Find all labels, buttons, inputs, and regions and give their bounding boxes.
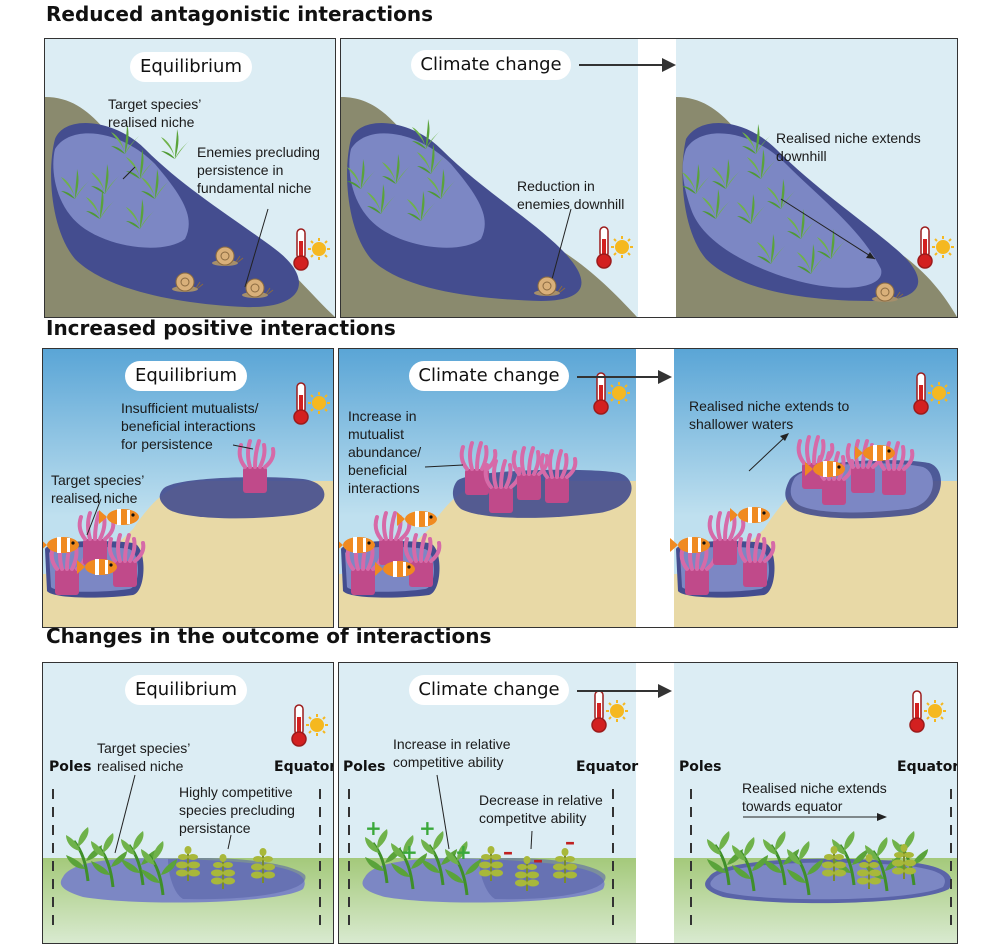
svg-text:–: – — [565, 830, 575, 854]
thermometer-sun-icon — [596, 226, 634, 269]
label-increase-mutualist: Increase in mutualist abundance/ benefic… — [348, 408, 422, 496]
label-reduction-enemies: Reduction in enemies downhill — [517, 178, 625, 212]
pill-equilibrium: Equilibrium — [130, 52, 252, 82]
panel-outcome-equilibrium: Equilibrium Poles Equator Target species… — [42, 662, 334, 944]
svg-text:+: + — [401, 840, 418, 864]
label-highly-competitive: Highly competitive species precluding pe… — [179, 784, 295, 836]
section-title-positive: Increased positive interactions — [46, 316, 396, 340]
pill-equilibrium: Equilibrium — [125, 675, 247, 705]
label-poles: Poles — [49, 759, 92, 775]
pill-climate-change: Climate change — [411, 50, 571, 80]
label-increase-competitive: Increase in relative competitive ability — [393, 736, 511, 770]
minus-icon: ––– — [503, 830, 575, 872]
label-poles: Poles — [679, 759, 722, 775]
svg-text:–: – — [533, 848, 543, 872]
panel-antagonistic-equilibrium: Equilibrium Target species’ realised nic… — [44, 38, 336, 318]
panel-antagonistic-climate: Climate change Reduction in enemies down… — [340, 38, 958, 318]
label-equator: Equator — [897, 759, 958, 775]
thermometer-sun-icon — [293, 228, 331, 271]
label-poles: Poles — [343, 759, 386, 775]
thermometer-sun-icon — [909, 690, 947, 733]
label-niche-extends-shallower: Realised niche extends to shallower wate… — [689, 398, 850, 432]
svg-text:+: + — [419, 816, 436, 840]
svg-text:+: + — [365, 816, 382, 840]
label-equator: Equator — [274, 759, 334, 775]
label-niche-extends-downhill: Realised niche extends downhill — [776, 130, 921, 164]
label-target-niche: Target species’ realised niche — [51, 472, 144, 506]
label-niche-extends-equator: Realised niche extends towards equator — [742, 780, 887, 814]
section-title-outcome: Changes in the outcome of interactions — [46, 624, 492, 648]
label-insufficient-mutualists: Insufficient mutualists/ beneficial inte… — [121, 400, 259, 452]
panel-positive-climate: Climate change Increase in mutualist abu… — [338, 348, 958, 628]
label-target-niche: Target species’ realised niche — [108, 96, 201, 130]
thermometer-sun-icon — [591, 690, 629, 733]
panel-outcome-climate: ++++ ––– Climate change Poles Equator In… — [338, 662, 958, 944]
panel-positive-equilibrium: Equilibrium Insufficient mutualists/ ben… — [42, 348, 334, 628]
thermometer-sun-icon — [291, 704, 329, 747]
thermometer-sun-icon — [917, 226, 955, 269]
pill-climate-change: Climate change — [409, 361, 569, 391]
label-target-niche: Target species’ realised niche — [97, 740, 190, 774]
svg-text:–: – — [503, 840, 513, 864]
pill-climate-change: Climate change — [409, 675, 569, 705]
label-enemies: Enemies precluding persistence in fundam… — [197, 144, 320, 196]
label-decrease-competitive: Decrease in relative competitve ability — [479, 792, 603, 826]
svg-text:+: + — [455, 840, 472, 864]
label-equator: Equator — [576, 759, 639, 775]
plus-icon: ++++ — [365, 816, 472, 864]
section-title-antagonistic: Reduced antagonistic interactions — [46, 2, 434, 26]
pill-equilibrium: Equilibrium — [125, 361, 247, 391]
